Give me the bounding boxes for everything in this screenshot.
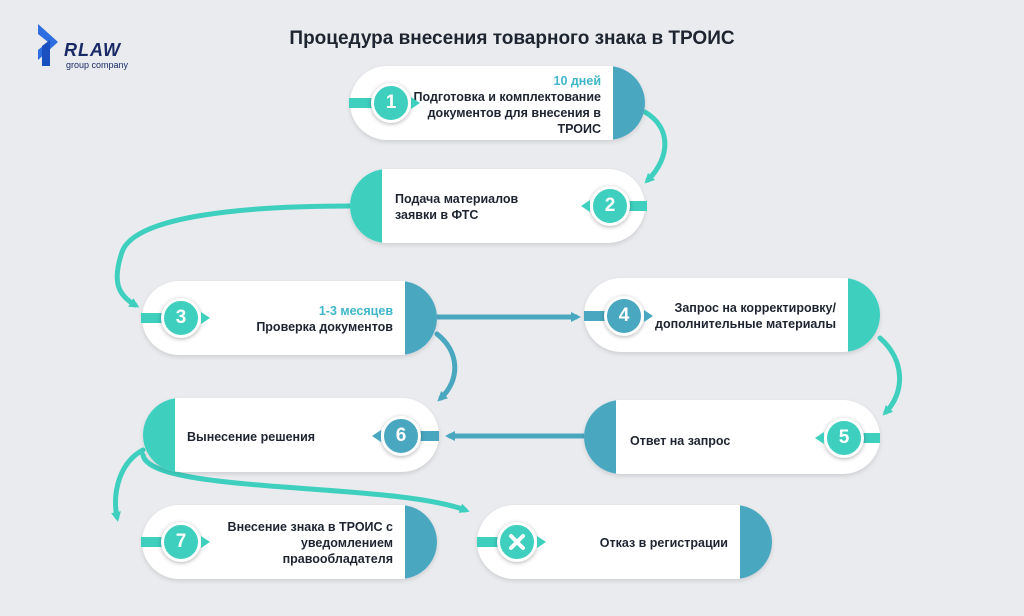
step-6-badge: 6 [372, 416, 439, 456]
step-1-label: Подготовка и комплектование документов д… [413, 90, 601, 136]
logo-wordmark: RLAW [64, 40, 121, 60]
step-1-duration: 10 дней [553, 74, 602, 88]
step-1-badge: 1 [349, 83, 420, 123]
page-title: Процедура внесения товарного знака в ТРО… [289, 28, 735, 49]
arrow-3-to-6 [434, 331, 458, 402]
refusal-badge [477, 522, 546, 562]
step-2-label: Подача материалов заявки в ФТС [395, 192, 519, 222]
step-4-label: Запрос на корректировку/ дополнительные … [655, 301, 836, 331]
arrow-4-to-5 [877, 335, 902, 416]
company-logo-mark [38, 24, 58, 66]
step-5-label: Ответ на запрос [630, 434, 731, 448]
step-2-badge: 2 [581, 186, 647, 226]
arrow-2-to-3 [114, 203, 353, 308]
step-4-badge: 4 [584, 296, 653, 336]
logo-subtitle: group company [66, 60, 129, 70]
arrow-1-to-2 [642, 109, 668, 184]
step-7-label: Внесение знака в ТРОИС с уведомлением пр… [227, 520, 393, 566]
step-6-label: Вынесение решения [187, 430, 316, 444]
step-3-label: Проверка документов [256, 320, 393, 334]
step-3-duration: 1-3 месяцев [318, 304, 393, 318]
arrow-6-to-7 [111, 447, 146, 522]
refusal-label: Отказ в регистрации [599, 536, 728, 550]
step-7-card: Внесение знака в ТРОИС с уведомлением пр… [142, 505, 437, 579]
step-5-badge: 5 [815, 418, 880, 458]
x-icon [509, 534, 525, 550]
step-3-badge: 3 [141, 298, 210, 338]
step-7-badge: 7 [141, 522, 210, 562]
